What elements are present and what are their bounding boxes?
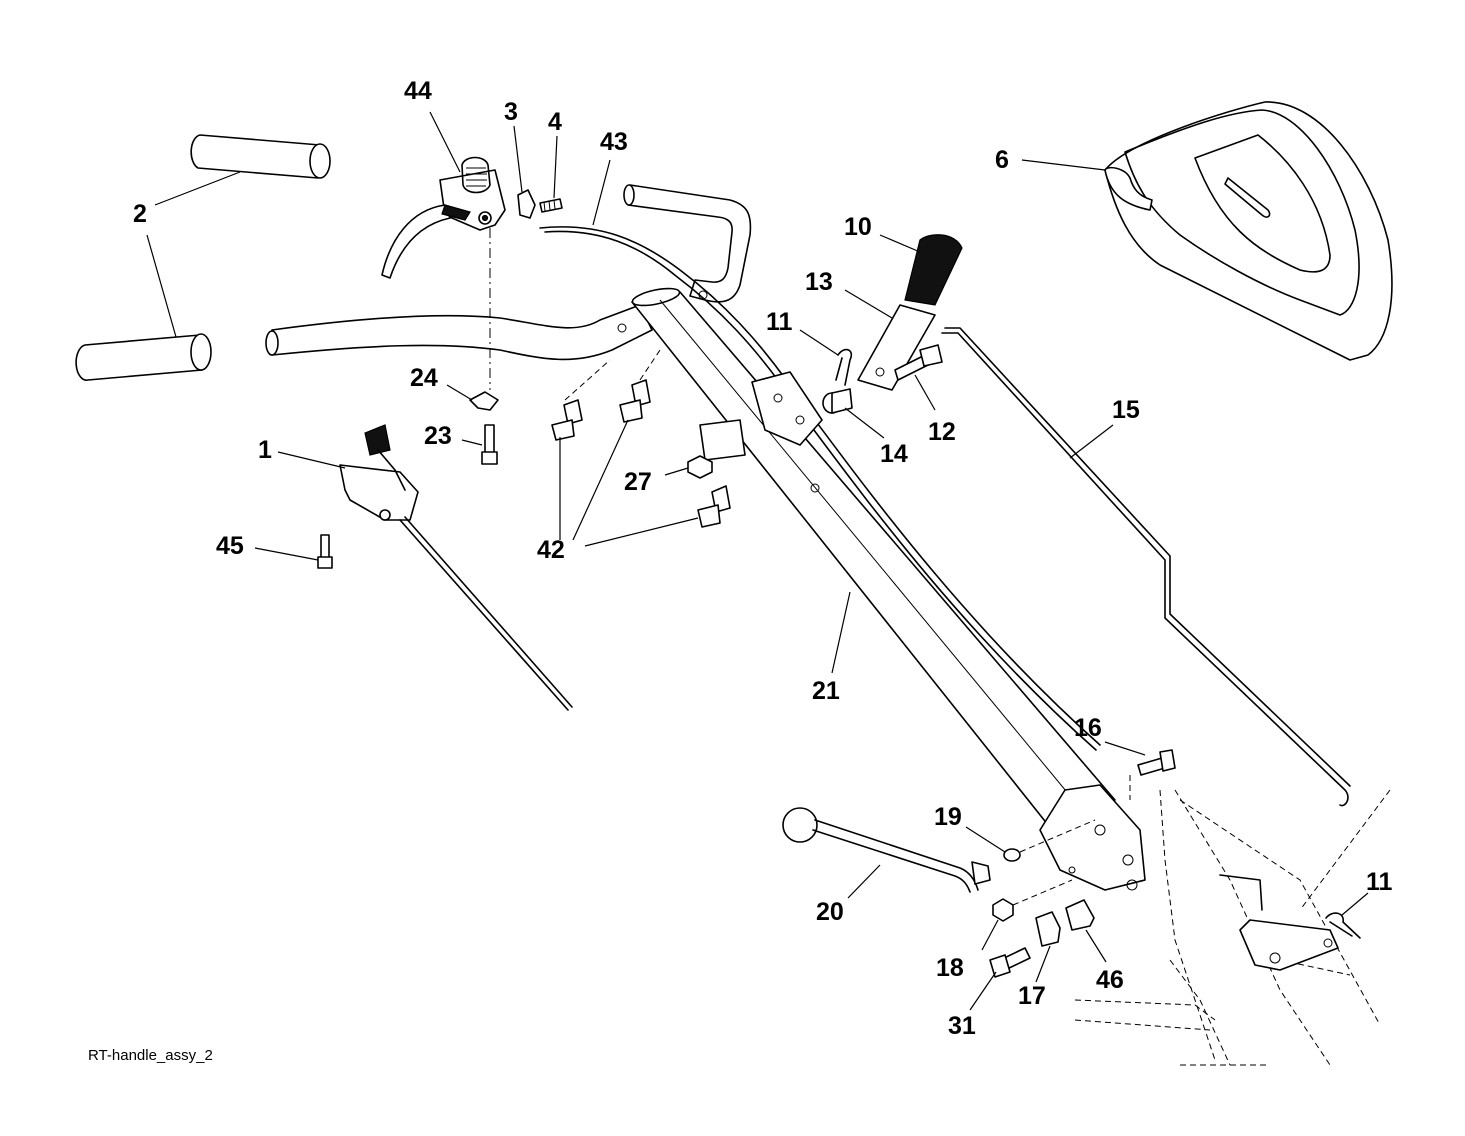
control-bracket: [339, 424, 573, 711]
nut-27: [687, 455, 713, 479]
callout-14: 14: [880, 440, 908, 468]
lever-bracket: [751, 371, 823, 446]
callout-6: 6: [995, 146, 1009, 174]
hairpin-clip-lower: [1325, 912, 1361, 939]
callout-13: 13: [805, 268, 833, 296]
shift-handle-rod: [782, 807, 991, 893]
callout-20: 20: [816, 898, 844, 926]
shift-lever: [857, 304, 936, 391]
callout-27: 27: [624, 468, 652, 496]
handlebar-lower-bar: [271, 304, 653, 361]
diagram-caption: RT-handle_assy_2: [88, 1047, 213, 1064]
clutch-lever: [381, 156, 506, 279]
bolt-42c: [697, 485, 731, 528]
callout-31: 31: [948, 1012, 976, 1040]
callout-18: 18: [936, 954, 964, 982]
clip-screw: [539, 198, 563, 213]
callout-12: 12: [928, 418, 956, 446]
bolt-45: [317, 534, 333, 569]
callout-11-lower: 11: [1366, 868, 1393, 896]
callout-3: 3: [504, 98, 518, 126]
grip-lower: [75, 333, 212, 381]
callout-15: 15: [1112, 396, 1140, 424]
callout-42: 42: [537, 536, 565, 564]
grip-upper: [190, 134, 331, 179]
control-cable: [539, 226, 1101, 746]
bushing-46: [1065, 899, 1095, 931]
cable-clip: [517, 189, 536, 219]
callout-45: 45: [216, 532, 244, 560]
leader-lines: [146, 111, 1369, 1011]
callout-24: 24: [410, 364, 438, 392]
callout-44: 44: [404, 77, 432, 105]
callout-19: 19: [934, 803, 962, 831]
pivot-washer: [822, 388, 853, 414]
callout-2: 2: [133, 200, 147, 228]
handle-shroud: [1104, 101, 1393, 361]
nut-18: [992, 898, 1014, 922]
callout-16: 16: [1074, 714, 1102, 742]
callout-1: 1: [258, 436, 272, 464]
hairpin-clip-upper: [835, 348, 853, 386]
lever-knob: [904, 234, 963, 306]
callout-43: 43: [600, 128, 628, 156]
bolt-31: [989, 947, 1031, 978]
callout-4: 4: [548, 108, 562, 136]
callout-23: 23: [424, 422, 452, 450]
tiller-frame-outline: [1074, 789, 1391, 1066]
bolt-16: [1137, 749, 1176, 776]
bolt-42b: [619, 379, 651, 423]
callout-21: 21: [812, 677, 840, 705]
callout-11-upper: 11: [766, 308, 793, 336]
guide-screw: [481, 424, 498, 465]
bolt-42a: [551, 399, 583, 441]
handlebar-upper-loop: [627, 184, 752, 303]
callout-10: 10: [844, 213, 872, 241]
main-handle-tube: [631, 287, 1116, 841]
pivot-bracket: [1039, 784, 1146, 891]
shift-rod: [941, 332, 1349, 807]
bolt-12: [894, 344, 943, 381]
callout-17: 17: [1018, 982, 1046, 1010]
cable-guide-clip: [469, 391, 499, 411]
callout-46: 46: [1096, 966, 1124, 994]
washer-19: [1003, 848, 1021, 862]
bushing-17: [1035, 911, 1061, 947]
